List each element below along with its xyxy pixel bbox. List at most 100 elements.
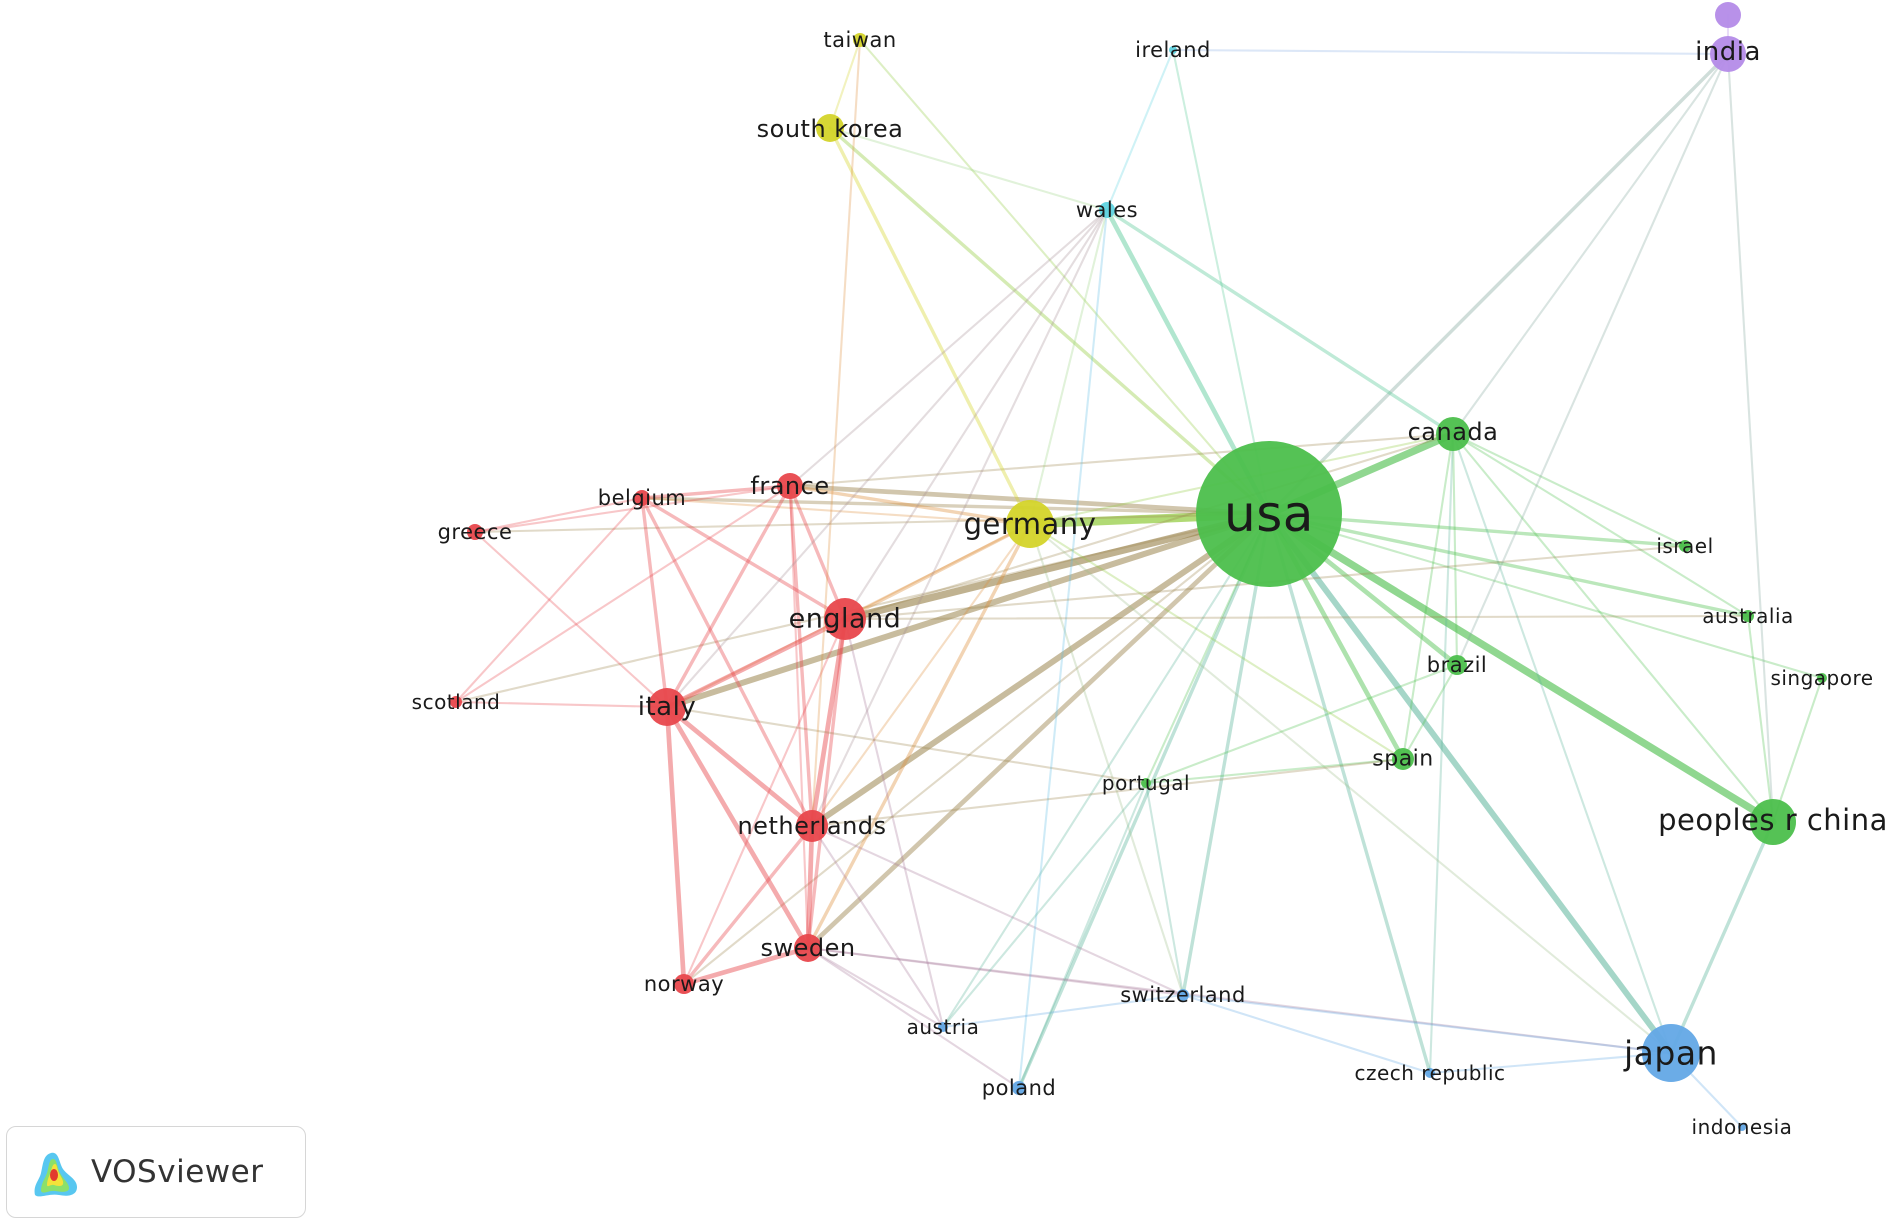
- link-wales-south_korea: [828, 126, 1109, 212]
- link-england-sweden: [806, 617, 847, 950]
- link-canada-australia: [1451, 432, 1750, 618]
- node-norway[interactable]: [674, 974, 694, 994]
- link-italy-sweden: [664, 704, 811, 951]
- node-taiwan[interactable]: [853, 33, 867, 47]
- link-sweden-norway: [681, 945, 811, 987]
- node-label-indonesia: indonesia: [1692, 1115, 1793, 1139]
- link-italy-greece: [473, 530, 669, 709]
- link-italy-scotland: [454, 700, 669, 709]
- node-canada[interactable]: [1436, 417, 1470, 451]
- link-netherlands-sweden: [805, 823, 815, 951]
- link-taiwan-netherlands: [810, 38, 862, 828]
- node-italy[interactable]: [648, 688, 686, 726]
- node-israel[interactable]: [1679, 540, 1691, 552]
- node-label-netherlands: netherlands: [737, 812, 886, 840]
- link-usa-italy: [664, 511, 1272, 710]
- node-label-wales: wales: [1076, 198, 1138, 222]
- vosviewer-brand-text: VOSviewer: [91, 1154, 264, 1190]
- link-england-italy: [664, 616, 848, 710]
- link-canada-brazil: [1451, 432, 1459, 667]
- link-belgium-greece: [473, 496, 644, 534]
- link-usa-austria: [941, 512, 1271, 1029]
- node-label-sweden: sweden: [760, 934, 855, 962]
- node-singapore[interactable]: [1817, 673, 1827, 683]
- node-label-usa: usa: [1224, 485, 1314, 543]
- node-germany[interactable]: [1006, 500, 1054, 548]
- vosviewer-watermark: VOSviewer: [6, 1126, 306, 1218]
- node-label-india: india: [1695, 37, 1761, 67]
- link-netherlands-switzerland: [810, 824, 1185, 997]
- node-label-austria: austria: [907, 1015, 980, 1039]
- link-france-belgium: [640, 484, 792, 500]
- node-netherlands[interactable]: [796, 810, 828, 842]
- node-label-australia: australia: [1702, 604, 1794, 628]
- node-sweden[interactable]: [794, 934, 822, 962]
- node-label-norway: norway: [644, 972, 724, 996]
- link-germany-england: [843, 522, 1032, 621]
- link-usa-peoples_r_china: [1265, 510, 1777, 826]
- node-label-germany: germany: [964, 507, 1097, 541]
- link-peoples_r_china-australia: [1746, 614, 1775, 824]
- link-usa-japan: [1266, 511, 1674, 1056]
- link-england-france: [788, 484, 847, 621]
- node-switzerland[interactable]: [1177, 989, 1189, 1001]
- node-india-small[interactable]: [1715, 2, 1741, 28]
- node-wales[interactable]: [1099, 202, 1115, 218]
- node-portugal[interactable]: [1141, 778, 1151, 788]
- node-poland[interactable]: [1012, 1081, 1026, 1095]
- link-usa-greece: [473, 512, 1271, 534]
- link-canada-wales: [1105, 208, 1455, 436]
- link-italy-belgium: [640, 496, 669, 709]
- link-germany-sweden: [806, 522, 1032, 950]
- link-india-brazil: [1455, 52, 1730, 667]
- node-usa[interactable]: [1196, 441, 1342, 587]
- node-australia[interactable]: [1742, 610, 1754, 622]
- node-england[interactable]: [824, 598, 866, 640]
- link-germany-netherlands: [810, 522, 1032, 828]
- node-india[interactable]: [1710, 36, 1746, 72]
- link-canada-england: [843, 432, 1455, 621]
- link-usa-poland: [1017, 512, 1271, 1090]
- link-australia-england: [843, 614, 1750, 621]
- node-peoples-r-china[interactable]: [1750, 799, 1796, 845]
- node-label-scotland: scotland: [412, 690, 501, 714]
- node-czech-republic[interactable]: [1425, 1068, 1435, 1078]
- link-sweden-france: [788, 484, 810, 950]
- node-belgium[interactable]: [634, 490, 650, 506]
- link-germany-south_korea: [828, 126, 1032, 526]
- link-spain-netherlands: [810, 757, 1405, 828]
- node-label-spain: spain: [1372, 747, 1433, 772]
- node-indonesia[interactable]: [1738, 1123, 1746, 1131]
- link-usa-south_korea: [828, 126, 1271, 516]
- link-canada-spain: [1401, 432, 1455, 761]
- link-usa-india: [1267, 52, 1730, 516]
- node-label-singapore: singapore: [1770, 666, 1873, 690]
- link-england-wales: [843, 208, 1109, 621]
- node-greece[interactable]: [467, 524, 483, 540]
- node-spain[interactable]: [1392, 748, 1414, 770]
- node-south-korea[interactable]: [816, 114, 844, 142]
- node-label-czech-republic: czech republic: [1354, 1061, 1505, 1085]
- link-spain-portugal: [1144, 757, 1405, 785]
- link-netherlands-belgium: [640, 496, 814, 828]
- node-label-france: france: [750, 472, 829, 500]
- link-canada-israel: [1451, 432, 1687, 548]
- node-austria[interactable]: [938, 1022, 948, 1032]
- link-sweden-austria: [806, 946, 945, 1029]
- link-wales-italy: [665, 208, 1109, 709]
- link-peoples_r_china-singapore: [1771, 676, 1824, 824]
- link-netherlands-france: [788, 484, 814, 828]
- link-canada-czech_republic: [1428, 432, 1455, 1075]
- node-france[interactable]: [777, 473, 803, 499]
- node-japan[interactable]: [1642, 1024, 1700, 1082]
- link-switzerland-czech_republic: [1181, 993, 1432, 1075]
- node-scotland[interactable]: [450, 696, 462, 708]
- network-links: [454, 13, 1824, 1129]
- link-germany-japan: [1028, 522, 1673, 1055]
- node-brazil[interactable]: [1447, 655, 1467, 675]
- node-ireland[interactable]: [1169, 46, 1177, 54]
- link-usa-australia: [1267, 512, 1750, 618]
- link-spain-brazil: [1401, 663, 1459, 761]
- link-usa-switzerland: [1181, 512, 1271, 997]
